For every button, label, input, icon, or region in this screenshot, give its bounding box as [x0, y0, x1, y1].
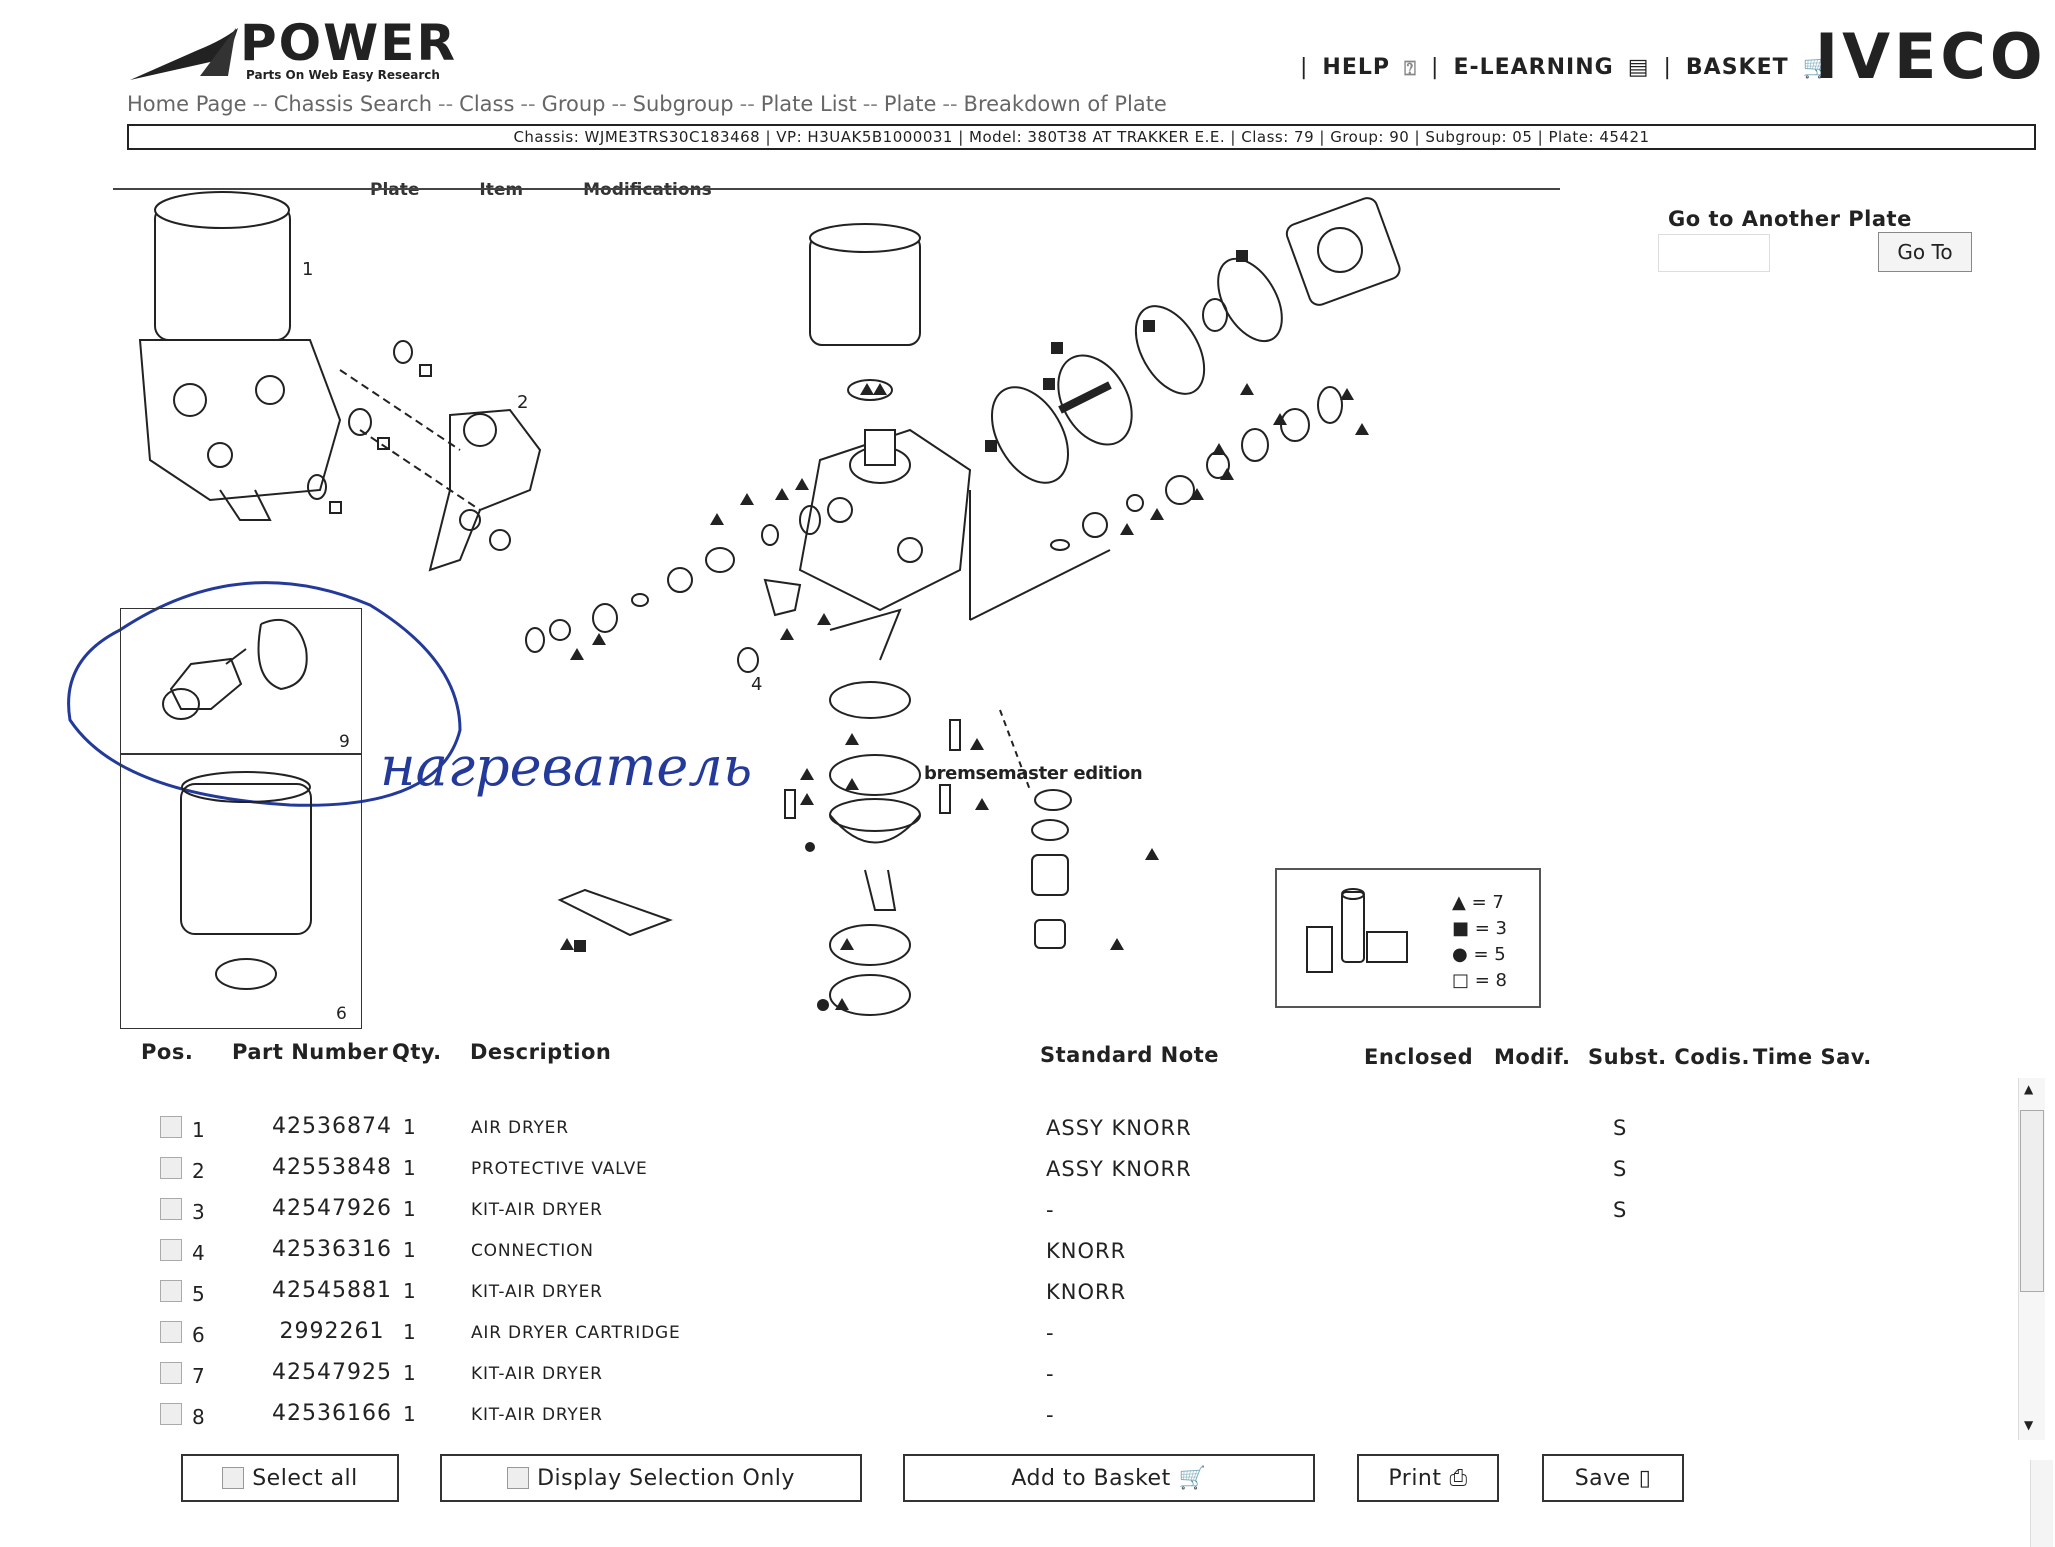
power-logo-swoosh-icon	[130, 28, 238, 80]
disk-icon: ▯	[1638, 1465, 1652, 1491]
row-checkbox[interactable]	[160, 1198, 182, 1220]
breadcrumb-chassis-search[interactable]: Chassis Search	[273, 92, 433, 116]
help-icon: ⍰	[1404, 55, 1418, 80]
row-checkbox[interactable]	[160, 1403, 182, 1425]
table-scrollbar-thumb[interactable]	[2020, 1110, 2044, 1292]
callout-6: 6	[336, 1004, 347, 1024]
vehicle-info-bar: Chassis: WJME3TRS30C183468 | VP: H3UAK5B…	[127, 124, 2036, 150]
header-standard-note: Standard Note	[1040, 1043, 1219, 1067]
exploded-parts-diagram: 1 2 4 нагреватель	[67, 191, 1401, 1016]
row-checkbox[interactable]	[160, 1362, 182, 1384]
tab-item[interactable]: Item	[479, 180, 524, 200]
tabs-divider	[113, 188, 1560, 190]
legend-box: ▲ = 7 ■ = 3 ● = 5 □ = 8	[1275, 868, 1541, 1008]
legend-row-triangle: ▲ = 7	[1452, 892, 1504, 913]
logo-subtitle: Parts On Web Easy Research	[246, 68, 440, 82]
table-row: 3 42547926 1 KIT-AIR DRYER - S	[158, 1194, 1658, 1232]
cartridge-part[interactable]	[809, 223, 921, 346]
scroll-up-icon[interactable]: ▲	[2024, 1082, 2034, 1096]
svg-text:2: 2	[517, 392, 528, 413]
display-selection-checkbox[interactable]	[507, 1467, 530, 1489]
header-pos: Pos.	[141, 1040, 194, 1064]
breadcrumb-breakdown: Breakdown of Plate	[963, 92, 1167, 116]
display-selection-button[interactable]: Display Selection Only	[440, 1454, 862, 1502]
table-row: 2 42553848 1 PROTECTIVE VALVE ASSY KNORR…	[158, 1153, 1658, 1191]
save-button[interactable]: Save ▯	[1542, 1454, 1684, 1502]
breadcrumb-plate-list[interactable]: Plate List	[760, 92, 857, 116]
header-time-sav: Time Sav.	[1753, 1045, 1872, 1069]
table-row: 5 42545881 1 KIT-AIR DRYER KNORR	[158, 1276, 1658, 1314]
scroll-down-icon[interactable]: ▼	[2024, 1418, 2034, 1432]
tab-modifications[interactable]: Modifications	[583, 180, 712, 200]
legend-row-open-square: □ = 8	[1452, 970, 1508, 991]
breadcrumb-group[interactable]: Group	[541, 92, 606, 116]
callout-9: 9	[339, 732, 350, 752]
inset-part-9[interactable]: 9	[120, 608, 362, 755]
table-row: 8 42536166 1 KIT-AIR DRYER -	[158, 1399, 1658, 1437]
breadcrumb: Home Page -- Chassis Search -- Class -- …	[127, 92, 1167, 116]
plate-number-input[interactable]	[1658, 234, 1770, 272]
header-description: Description	[470, 1040, 612, 1064]
header-enclosed: Enclosed	[1364, 1045, 1474, 1069]
select-all-button[interactable]: Select all	[181, 1454, 399, 1502]
goto-plate-title: Go to Another Plate	[1668, 207, 1912, 231]
row-checkbox[interactable]	[160, 1280, 182, 1302]
row-checkbox[interactable]	[160, 1239, 182, 1261]
legend-row-dot: ● = 5	[1452, 944, 1506, 965]
tab-plate[interactable]: Plate	[370, 180, 420, 200]
elearning-icon: ▤	[1627, 55, 1650, 80]
goto-button[interactable]: Go To	[1878, 232, 1972, 272]
breadcrumb-subgroup[interactable]: Subgroup	[632, 92, 734, 116]
basket-link[interactable]: BASKET	[1685, 55, 1789, 80]
header-qty: Qty.	[392, 1040, 442, 1064]
page-scrollbar[interactable]	[2030, 1460, 2053, 1547]
row-checkbox[interactable]	[160, 1116, 182, 1138]
print-button[interactable]: Print ⎙	[1357, 1454, 1499, 1502]
logo-title: POWER	[240, 14, 457, 72]
help-link[interactable]: HELP	[1322, 55, 1391, 80]
protective-valve-part[interactable]	[428, 408, 542, 572]
handwritten-note: нагреватель	[380, 735, 752, 798]
table-row: 1 42536874 1 AIR DRYER ASSY KNORR S	[158, 1112, 1658, 1150]
header-modif: Modif.	[1494, 1045, 1571, 1069]
header-part-number: Part Number	[232, 1040, 389, 1064]
add-to-basket-button[interactable]: Add to Basket 🛒	[903, 1454, 1315, 1502]
table-row: 6 2992261 1 AIR DRYER CARTRIDGE -	[158, 1317, 1658, 1355]
row-checkbox[interactable]	[160, 1157, 182, 1179]
top-nav: | HELP ⍰ | E-LEARNING ▤ | BASKET 🛒	[1300, 55, 1832, 80]
inset-part-6[interactable]: 6	[120, 753, 362, 1029]
breadcrumb-class[interactable]: Class	[459, 92, 515, 116]
breadcrumb-plate[interactable]: Plate	[883, 92, 937, 116]
printer-icon: ⎙	[1449, 1465, 1468, 1491]
brand-logo: IVECO	[1815, 20, 2047, 93]
kit-icon	[1306, 888, 1408, 973]
svg-text:4: 4	[751, 674, 762, 695]
svg-text:1: 1	[302, 259, 313, 280]
basket-icon: 🛒	[1802, 55, 1832, 80]
select-all-checkbox[interactable]	[222, 1467, 245, 1489]
legend-row-square: ■ = 3	[1452, 918, 1508, 939]
table-row: 7 42547925 1 KIT-AIR DRYER -	[158, 1358, 1658, 1396]
air-dryer-part[interactable]	[138, 191, 342, 521]
row-checkbox[interactable]	[160, 1321, 182, 1343]
table-row: 4 42536316 1 CONNECTION KNORR	[158, 1235, 1658, 1273]
valve-body-part[interactable]	[798, 428, 972, 612]
header-subst-codis: Subst. Codis.	[1588, 1045, 1750, 1069]
basket-icon: 🛒	[1178, 1465, 1207, 1491]
breadcrumb-home[interactable]: Home Page	[127, 92, 247, 116]
elearning-link[interactable]: E-LEARNING	[1453, 55, 1614, 80]
watermark-text: bremsemaster edition	[924, 763, 1143, 784]
plate-tabs: Plate Item Modifications	[370, 180, 712, 200]
